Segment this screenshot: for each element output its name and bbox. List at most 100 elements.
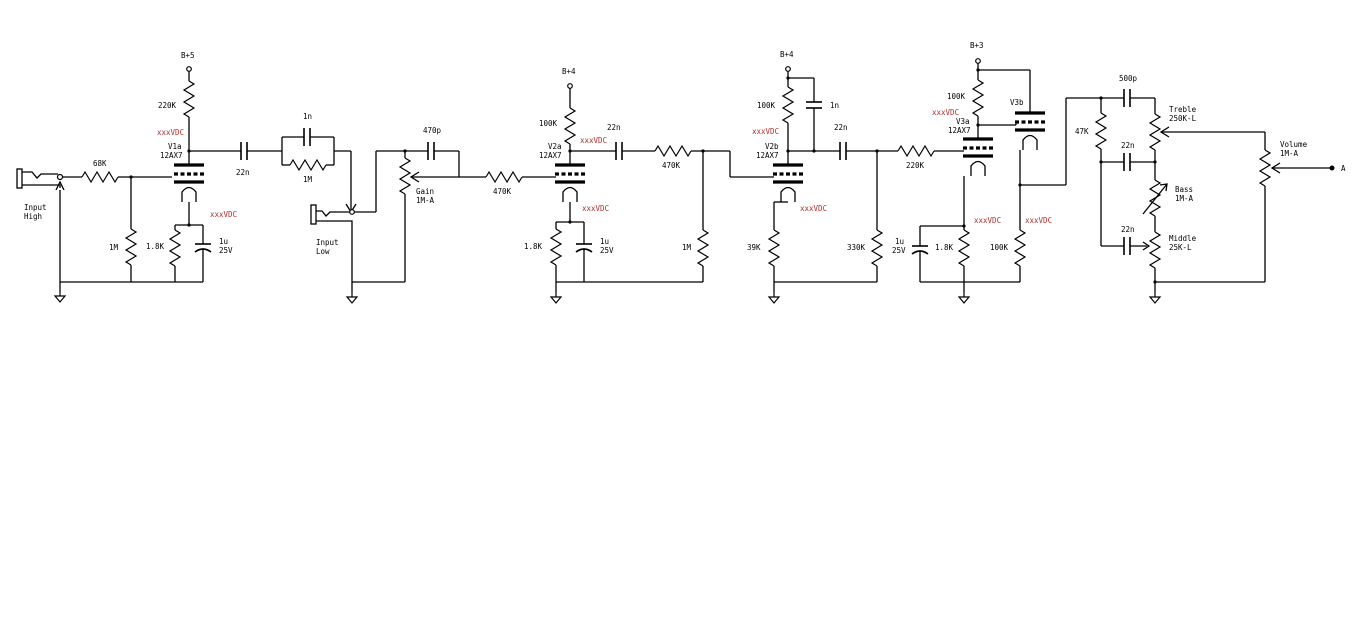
label-1n-bright: 1n (303, 112, 312, 121)
input-high-jack: Input High (16, 168, 65, 282)
label-100k-plate-v2a: 100K (539, 119, 558, 128)
label-middle-value: 25K-L (1169, 243, 1192, 252)
resistor-100k-plate-v2b (781, 86, 795, 124)
output-label: A (1341, 164, 1346, 173)
v2b-type: 12AX7 (756, 151, 779, 160)
label-1m-grid: 1M (109, 243, 119, 252)
label-1m-v2b-grid: 1M (682, 243, 692, 252)
tube-v3a (961, 137, 995, 178)
resistor-1-8k-v1 (168, 229, 182, 267)
label-bass: Bass (1175, 185, 1193, 194)
label-1m-parallel: 1M (303, 175, 313, 184)
label-treble-value: 250K-L (1169, 114, 1197, 123)
pot-volume (1258, 149, 1272, 187)
pot-treble (1148, 113, 1162, 151)
v2b-cathode-voltage: xxxVDC (800, 204, 827, 213)
label-volume: Volume (1280, 140, 1308, 149)
label-25v-v2a: 25V (600, 246, 614, 255)
label-100k-plate-v3a: 100K (947, 92, 966, 101)
label-gain: Gain (416, 187, 434, 196)
label-470p: 470p (423, 126, 442, 135)
v2b-plate-voltage: xxxVDC (752, 127, 779, 136)
label-22n-tone-2: 22n (1121, 225, 1135, 234)
pot-gain (398, 157, 412, 195)
label-470k-grid: 470K (493, 187, 512, 196)
input-low-jack: Input Low (310, 204, 355, 292)
resistor-220k-series (897, 144, 935, 158)
v3b-cathode-voltage: xxxVDC (1025, 216, 1052, 225)
v3a-cathode-voltage: xxxVDC (974, 216, 1001, 225)
resistor-1-8k-v3a (957, 229, 971, 267)
label-68k: 68K (93, 159, 107, 168)
label-500p: 500p (1119, 74, 1138, 83)
resistor-47k (1094, 112, 1108, 150)
label-39k: 39K (747, 243, 761, 252)
rail-b3: B+3 (970, 41, 984, 50)
label-25v-v3a: 25V (892, 246, 906, 255)
input-low-label-1: Input (316, 238, 339, 247)
input-high-label-1: Input (24, 203, 47, 212)
label-22n-tone-1: 22n (1121, 141, 1135, 150)
v1a-name: V1a (168, 142, 182, 151)
resistor-1-8k-v2a (549, 228, 563, 266)
v3a-plate-voltage: xxxVDC (932, 108, 959, 117)
v3a-name: V3a (956, 117, 970, 126)
label-volume-value: 1M-A (1280, 149, 1299, 158)
label-22n-v1: 22n (236, 168, 250, 177)
label-100k-cathode-v3b: 100K (990, 243, 1009, 252)
label-1-8k-v3a: 1.8K (935, 243, 954, 252)
v3b-name: V3b (1010, 98, 1024, 107)
v2a-cathode-voltage: xxxVDC (582, 204, 609, 213)
resistor-100k-plate-v3a (971, 79, 985, 117)
v3a-type: 12AX7 (948, 126, 971, 135)
rail-b4-v2a: B+4 (562, 67, 576, 76)
label-bass-value: 1M-A (1175, 194, 1194, 203)
label-gain-value: 1M-A (416, 196, 435, 205)
label-22n-v2b: 22n (834, 123, 848, 132)
label-1-8k-v1: 1.8K (146, 242, 165, 251)
label-1-8k-v2a: 1.8K (524, 242, 543, 251)
rail-b5: B+5 (181, 51, 195, 60)
v2b-name: V2b (765, 142, 779, 151)
label-220k-plate: 220K (158, 101, 177, 110)
label-100k-plate-v2b: 100K (757, 101, 776, 110)
label-220k-series: 220K (906, 161, 925, 170)
rail-b4-v2b: B+4 (780, 50, 794, 59)
tube-v2b (771, 163, 805, 204)
v1a-cathode-voltage: xxxVDC (210, 210, 237, 219)
resistor-68k (81, 170, 119, 184)
v1a-type: 12AX7 (160, 151, 183, 160)
label-1u-v3a: 1u (895, 237, 904, 246)
resistor-1m-v2b-grid (696, 229, 710, 267)
input-high-label-2: High (24, 212, 42, 221)
resistor-1m-grid (124, 228, 138, 266)
label-1n-v2b: 1n (830, 101, 839, 110)
label-treble: Treble (1169, 105, 1197, 114)
tube-v3b (1013, 111, 1047, 152)
label-22n-v2a: 22n (607, 123, 621, 132)
resistor-220k-plate (182, 80, 196, 118)
resistor-1m-parallel (289, 158, 327, 172)
resistor-100k-cathode-v3b (1013, 229, 1027, 267)
label-330k: 330K (847, 243, 866, 252)
v2a-name: V2a (548, 142, 562, 151)
v2a-plate-voltage: xxxVDC (580, 136, 607, 145)
resistor-100k-plate-v2a (563, 107, 577, 145)
label-25v-v1: 25V (219, 246, 233, 255)
resistor-470k-series (654, 144, 692, 158)
v1a-plate-voltage: xxxVDC (157, 128, 184, 137)
label-1u-v1: 1u (219, 237, 228, 246)
pot-middle (1148, 231, 1162, 269)
tube-v2a (553, 163, 587, 204)
label-1u-v2a: 1u (600, 237, 609, 246)
tube-v1a (172, 163, 206, 204)
label-47k: 47K (1075, 127, 1089, 136)
resistor-330k (870, 229, 884, 267)
resistor-470k-grid (485, 170, 523, 184)
v2a-type: 12AX7 (539, 151, 562, 160)
label-middle: Middle (1169, 234, 1197, 243)
output-terminal (1329, 165, 1335, 171)
input-low-label-2: Low (316, 247, 330, 256)
label-470k-series: 470K (662, 161, 681, 170)
